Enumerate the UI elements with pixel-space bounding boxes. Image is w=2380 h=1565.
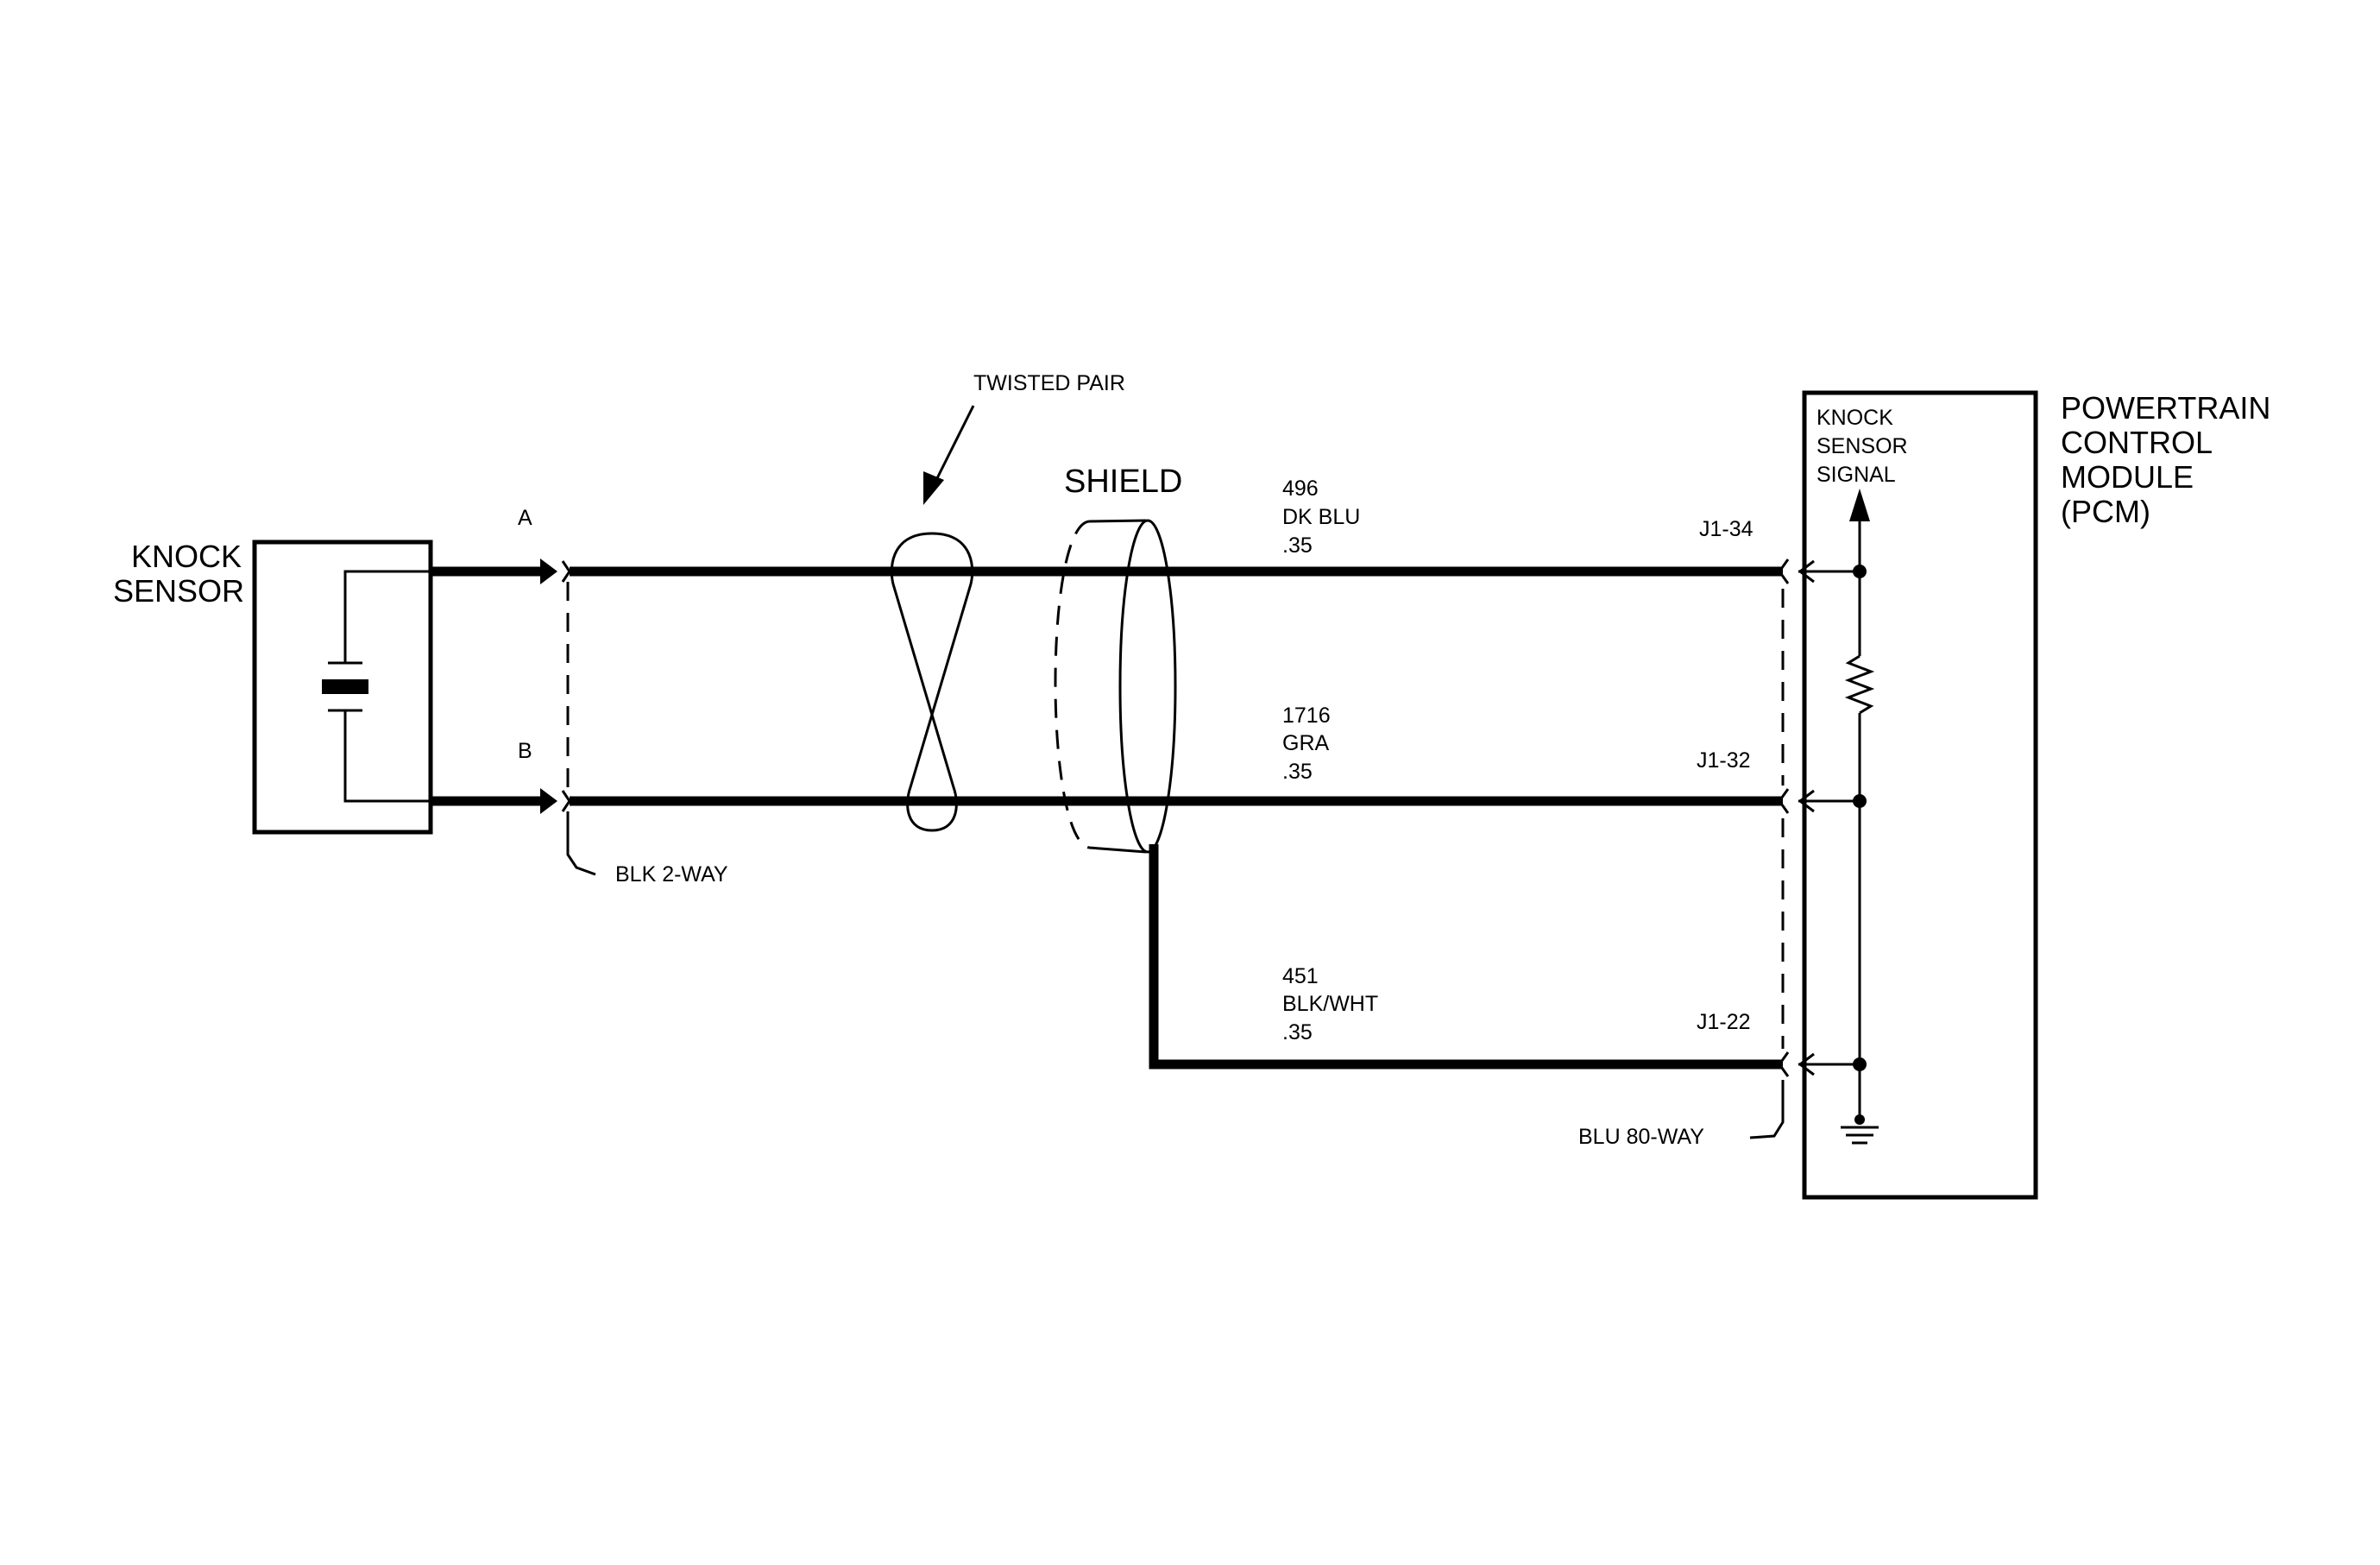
twisted-pair-label: TWISTED PAIR [973,371,1125,395]
wire-1716-circuit: 1716 [1282,704,1331,728]
pcm-connector-label: BLU 80-WAY [1578,1125,1704,1149]
wire-496-pin: J1-34 [1699,517,1754,541]
pcm-label-line3: MODULE [2061,459,2194,495]
shield-label: SHIELD [1064,464,1182,500]
knock-sensor-label-line2: SENSOR [113,573,244,609]
signal-label-line1: KNOCK [1816,406,1893,430]
wire-496-color: DK BLU [1282,505,1360,529]
resistor-icon [1844,654,1875,715]
wire-451-pin: J1-22 [1697,1010,1751,1034]
knock-sensor-box [252,540,433,835]
twisted-pair-icon [890,532,974,832]
pcm-connector [1749,558,1790,1139]
wire-496-size: .35 [1282,533,1313,558]
pin-b-label: B [518,739,532,763]
twisted-pair-pointer-arrow [923,405,975,505]
wire-451-circuit: 451 [1282,964,1319,988]
piezo-element-icon [322,570,431,803]
signal-arrow-icon [1849,489,1870,521]
sensor-connector-label: BLK 2-WAY [615,862,728,887]
wire-1716-pin: J1-32 [1697,748,1751,773]
pcm-label-line1: POWERTRAIN [2061,390,2270,426]
signal-label-line2: SENSOR [1816,434,1908,458]
ground-icon [1841,1114,1879,1145]
pcm-box [1802,390,2038,1200]
signal-label-line3: SIGNAL [1816,463,1896,487]
knock-sensor-label-line1: KNOCK [131,539,242,574]
wire-451 [1149,844,1783,1070]
pcm-internal-circuit [1798,489,1879,1145]
shield-icon [1054,519,1177,854]
wire-451-color: BLK/WHT [1282,992,1378,1016]
wire-496-circuit: 496 [1282,476,1319,501]
pin-a-label: A [518,506,532,530]
wire-1716-color: GRA [1282,731,1330,755]
pcm-label-line2: CONTROL [2061,425,2213,460]
wire-451-size: .35 [1282,1020,1313,1044]
pcm-label-line4: (PCM) [2061,494,2150,529]
wire-1716-size: .35 [1282,760,1313,784]
sensor-connector [431,558,596,876]
